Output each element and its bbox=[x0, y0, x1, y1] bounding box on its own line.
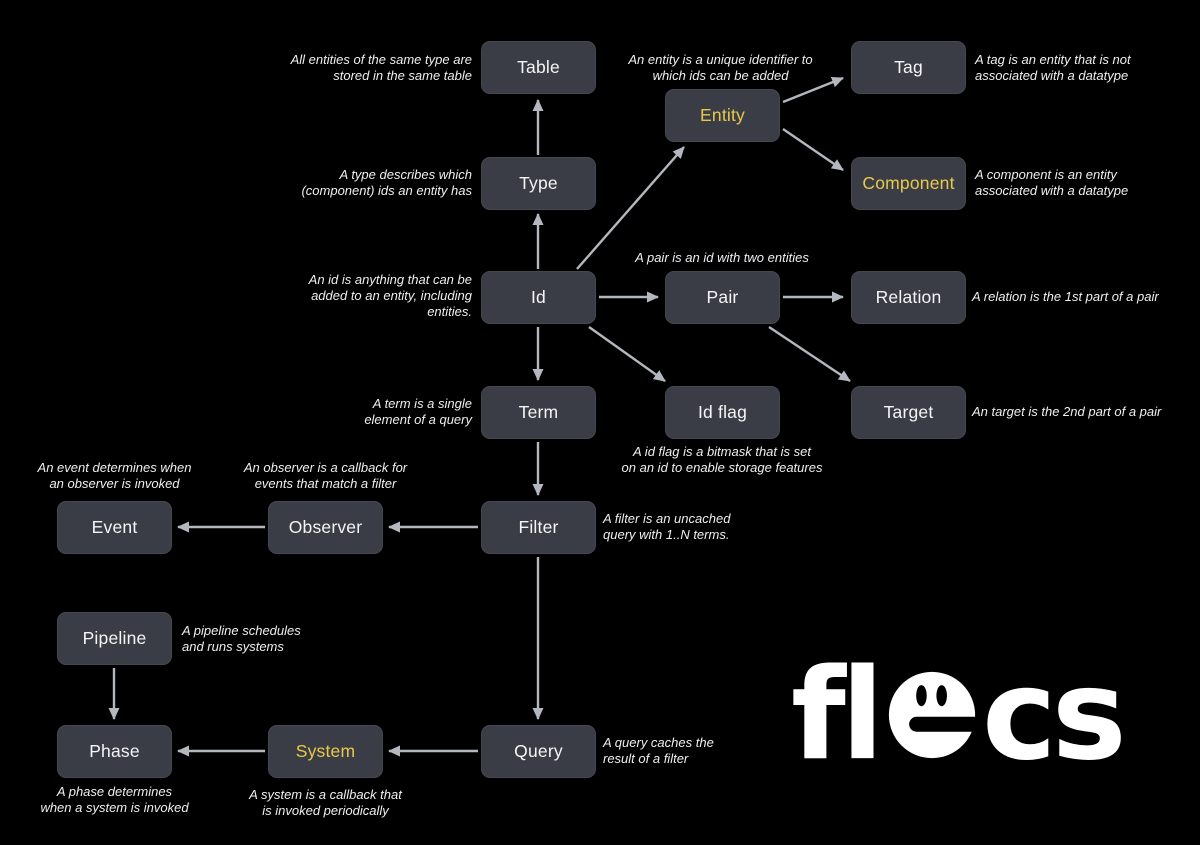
node-target: Target bbox=[851, 386, 966, 439]
annotation-tag: A tag is an entity that is not associate… bbox=[975, 52, 1131, 83]
mascot-mouth-icon bbox=[909, 716, 977, 732]
logo-text-fl: fl bbox=[791, 641, 884, 788]
annotation-table: All entities of the same type are stored… bbox=[290, 52, 472, 83]
node-relation: Relation bbox=[851, 271, 966, 324]
flecs-mascot-face-icon bbox=[888, 671, 977, 758]
mascot-head bbox=[888, 671, 976, 758]
annotation-event: An event determines when an observer is … bbox=[37, 460, 192, 491]
node-filter: Filter bbox=[481, 501, 596, 554]
node-observer: Observer bbox=[268, 501, 383, 554]
flecs-logo: fl cs bbox=[791, 641, 1127, 788]
logo-text-cs: cs bbox=[982, 641, 1127, 788]
node-id: Id bbox=[481, 271, 596, 324]
edge-pair-to-target bbox=[768, 326, 851, 382]
mascot-left-eye-icon bbox=[916, 684, 927, 706]
annotation-pipeline: A pipeline schedules and runs systems bbox=[182, 623, 301, 654]
annotation-pair: A pair is an id with two entities bbox=[635, 250, 809, 265]
node-type: Type bbox=[481, 157, 596, 210]
node-event: Event bbox=[57, 501, 172, 554]
annotation-component: A component is an entity associated with… bbox=[975, 167, 1129, 198]
node-term: Term bbox=[481, 386, 596, 439]
annotation-id-flag: A id flag is a bitmask that is set on an… bbox=[621, 444, 823, 475]
edge-id-to-entity bbox=[576, 146, 685, 270]
mascot-right-eye-icon bbox=[936, 684, 947, 706]
node-query: Query bbox=[481, 725, 596, 778]
annotation-entity: An entity is a unique identifier to whic… bbox=[628, 52, 813, 83]
node-phase: Phase bbox=[57, 725, 172, 778]
annotation-relation: A relation is the 1st part of a pair bbox=[972, 289, 1159, 304]
edge-id-to-id-flag bbox=[588, 326, 666, 382]
node-tag: Tag bbox=[851, 41, 966, 94]
annotation-query: A query caches the result of a filter bbox=[603, 735, 714, 766]
annotation-phase: A phase determines when a system is invo… bbox=[40, 784, 189, 815]
annotation-target: An target is the 2nd part of a pair bbox=[972, 404, 1162, 419]
annotation-term: A term is a single element of a query bbox=[364, 396, 472, 427]
edge-entity-to-tag bbox=[782, 76, 844, 104]
node-component: Component bbox=[851, 157, 966, 210]
annotation-system: A system is a callback that is invoked p… bbox=[249, 787, 402, 818]
node-pipeline: Pipeline bbox=[57, 612, 172, 665]
annotation-id: An id is anything that can be added to a… bbox=[308, 272, 472, 319]
node-system: System bbox=[268, 725, 383, 778]
node-table: Table bbox=[481, 41, 596, 94]
edge-entity-to-component bbox=[782, 128, 844, 171]
annotation-filter: A filter is an uncached query with 1..N … bbox=[603, 511, 731, 542]
annotation-observer: An observer is a callback for events tha… bbox=[243, 460, 408, 491]
node-pair: Pair bbox=[665, 271, 780, 324]
annotation-type: A type describes which (component) ids a… bbox=[301, 167, 472, 198]
node-id-flag: Id flag bbox=[665, 386, 780, 439]
node-entity: Entity bbox=[665, 89, 780, 142]
